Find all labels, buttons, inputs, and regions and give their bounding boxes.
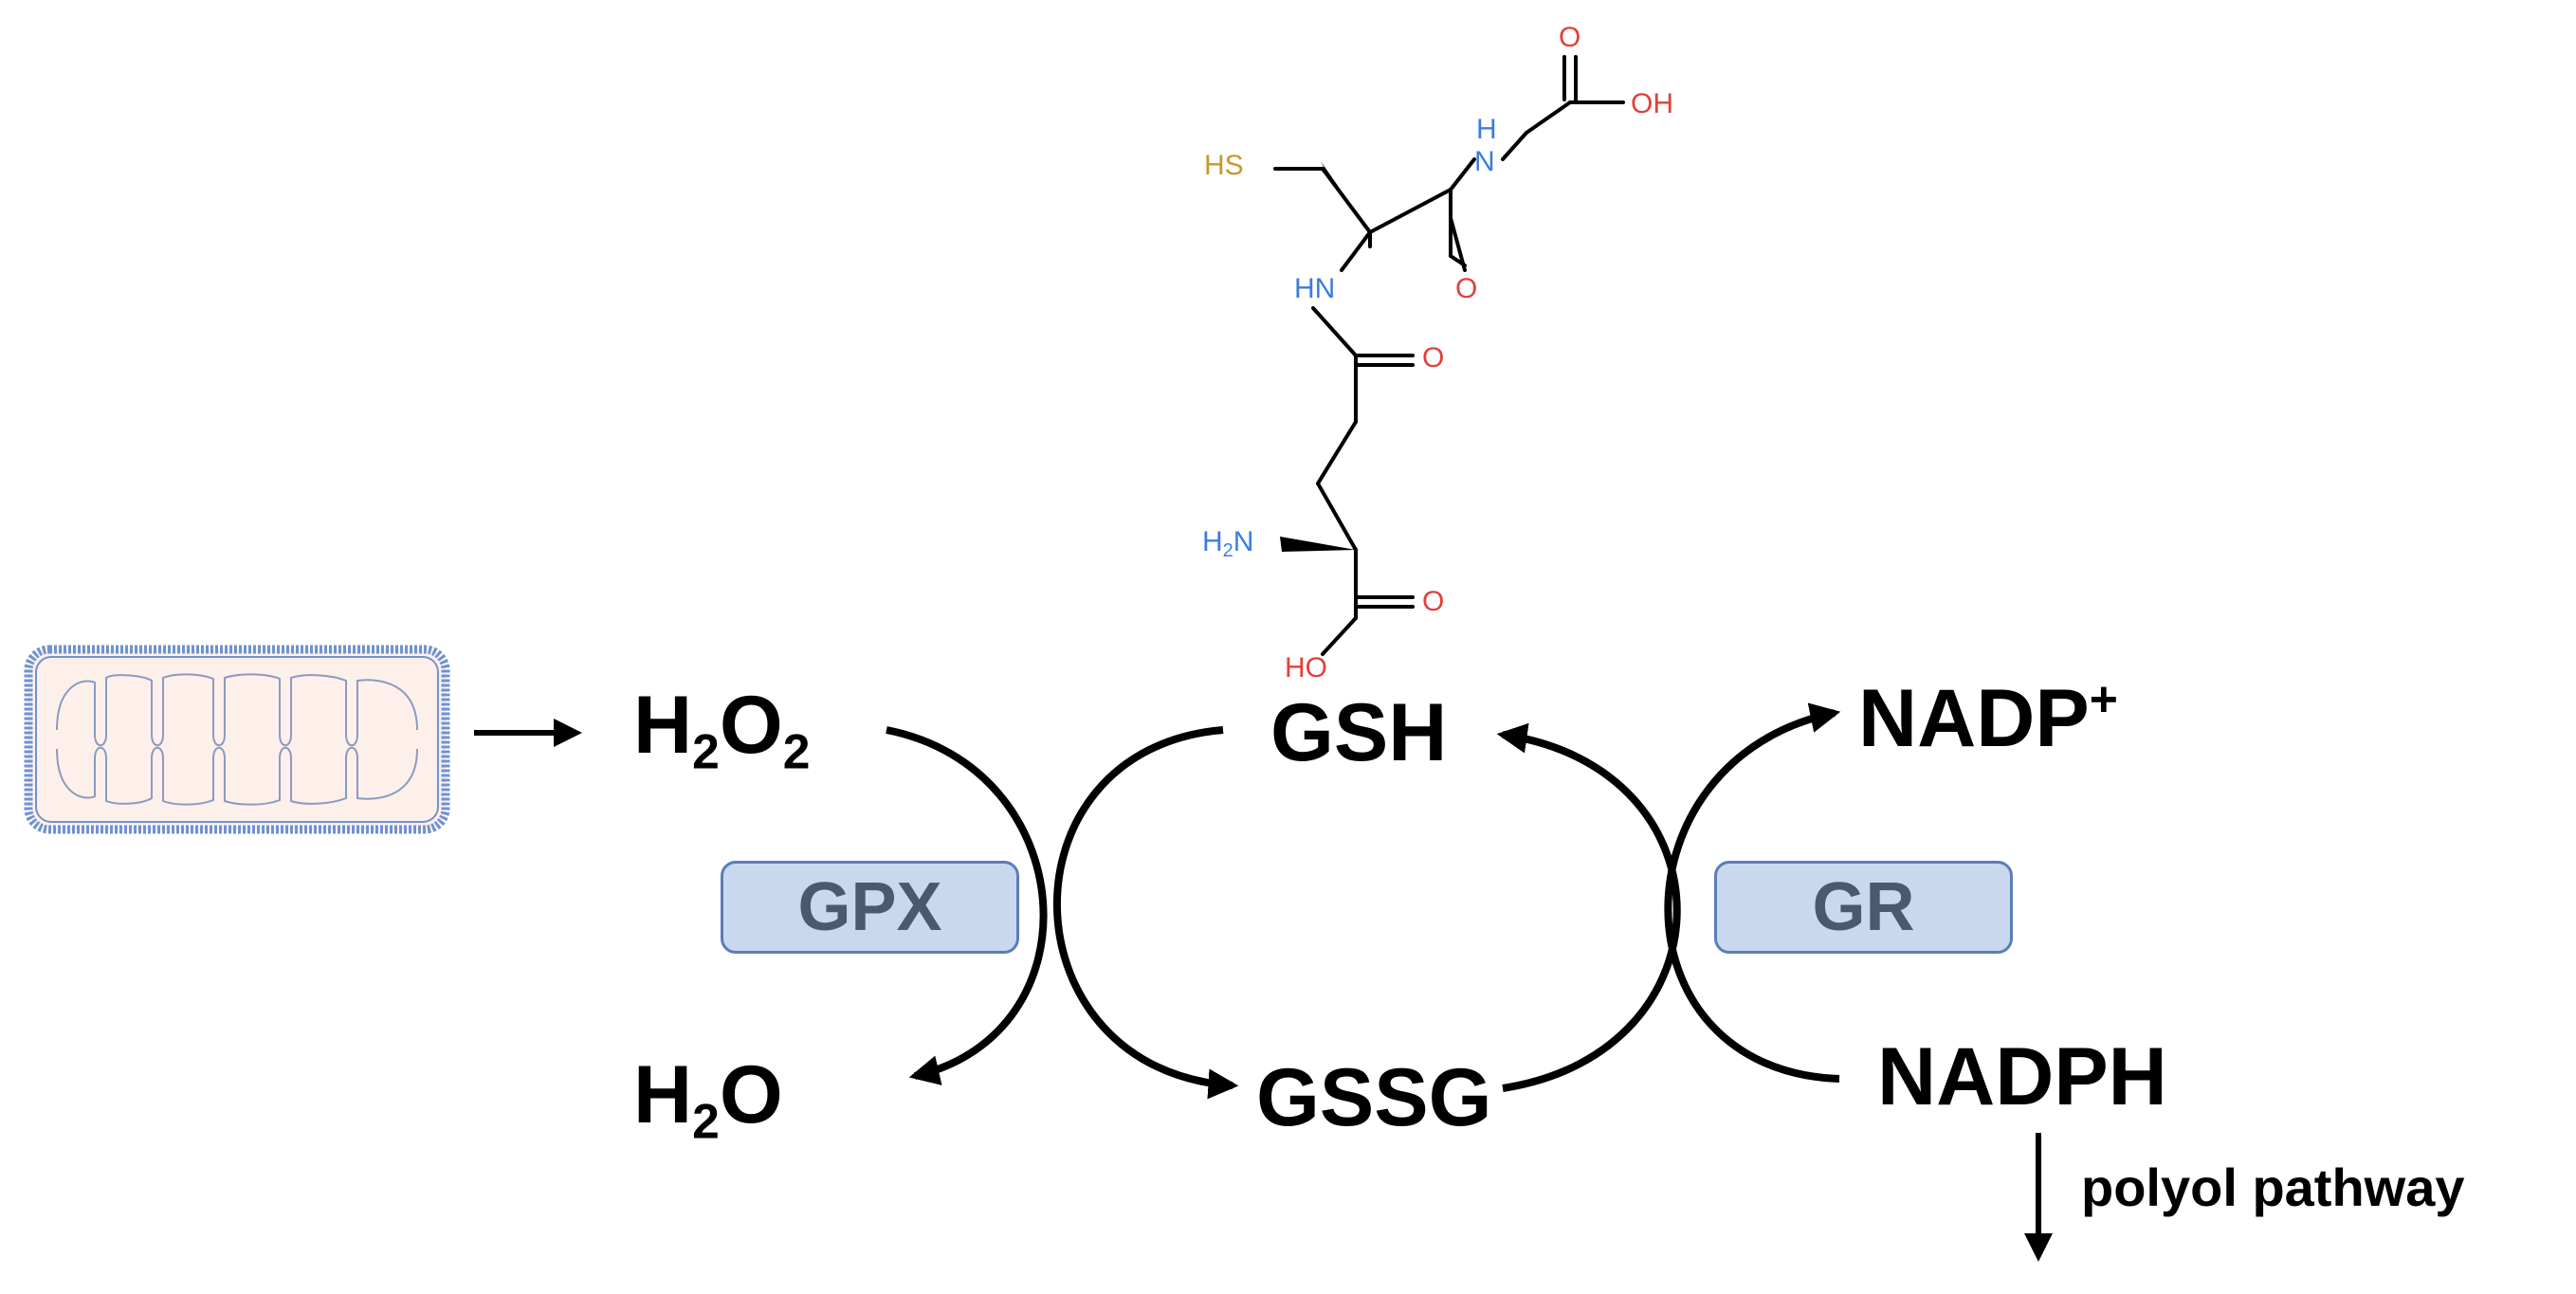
label-gsh: GSH <box>1270 687 1448 778</box>
gpx-arc-gsh-to-gssg <box>1052 726 1239 1100</box>
h2o2-h: H <box>633 680 693 771</box>
enzyme-gr: GR <box>1714 861 2013 954</box>
label-gssg: GSSG <box>1256 1052 1492 1143</box>
atom-h2n: H2N <box>1202 526 1254 561</box>
h2o-o: O <box>719 1049 783 1140</box>
gpx-arc-h2o2-to-h2o <box>886 726 1048 1085</box>
nadp-text: NADP <box>1858 673 2090 764</box>
atom-h2n-h: H <box>1202 526 1223 557</box>
gr-arc-nadph-to-nadp <box>1664 702 1841 1083</box>
enzyme-gr-label: GR <box>1812 869 1915 945</box>
atom-o-amide1: O <box>1455 273 1478 304</box>
h2o2-sub1: 2 <box>692 723 720 779</box>
label-nadp: NADP+ <box>1858 674 2118 759</box>
label-polyol-pathway: polyol pathway <box>2081 1157 2465 1217</box>
atom-h2n-sub: 2 <box>1222 540 1233 561</box>
label-h2o: H2O <box>633 1054 783 1145</box>
enzyme-gpx-label: GPX <box>797 869 942 945</box>
label-h2o2: H2O2 <box>633 684 810 775</box>
atom-o-bottom: O <box>1422 586 1445 617</box>
atom-nh-n: N <box>1474 146 1495 177</box>
atom-h2n-n: N <box>1233 526 1254 557</box>
h2o2-sub2: 2 <box>782 723 811 779</box>
nadp-sup: + <box>2089 671 2118 727</box>
enzyme-gpx: GPX <box>721 861 1019 954</box>
wedge-bond-glu <box>1280 537 1356 552</box>
atom-o-amide2: O <box>1422 342 1445 374</box>
wedge-bond-cys <box>1321 161 1370 232</box>
atom-ho-bottom: HO <box>1285 652 1327 683</box>
atom-o-acid: O <box>1559 22 1581 53</box>
atom-oh-acid: OH <box>1631 88 1673 119</box>
atom-hn: HN <box>1294 273 1336 304</box>
h2o-sub1: 2 <box>692 1093 720 1149</box>
atom-nh-h: H <box>1476 114 1497 145</box>
h2o2-o: O <box>719 680 783 771</box>
glutathione-structure <box>1273 55 1625 656</box>
atom-hs: HS <box>1204 150 1244 181</box>
label-nadph: NADPH <box>1877 1031 2167 1122</box>
gr-arc-gssg-to-gsh <box>1496 722 1681 1092</box>
h2o-h: H <box>633 1049 693 1140</box>
mitochondrion-icon <box>24 645 450 834</box>
